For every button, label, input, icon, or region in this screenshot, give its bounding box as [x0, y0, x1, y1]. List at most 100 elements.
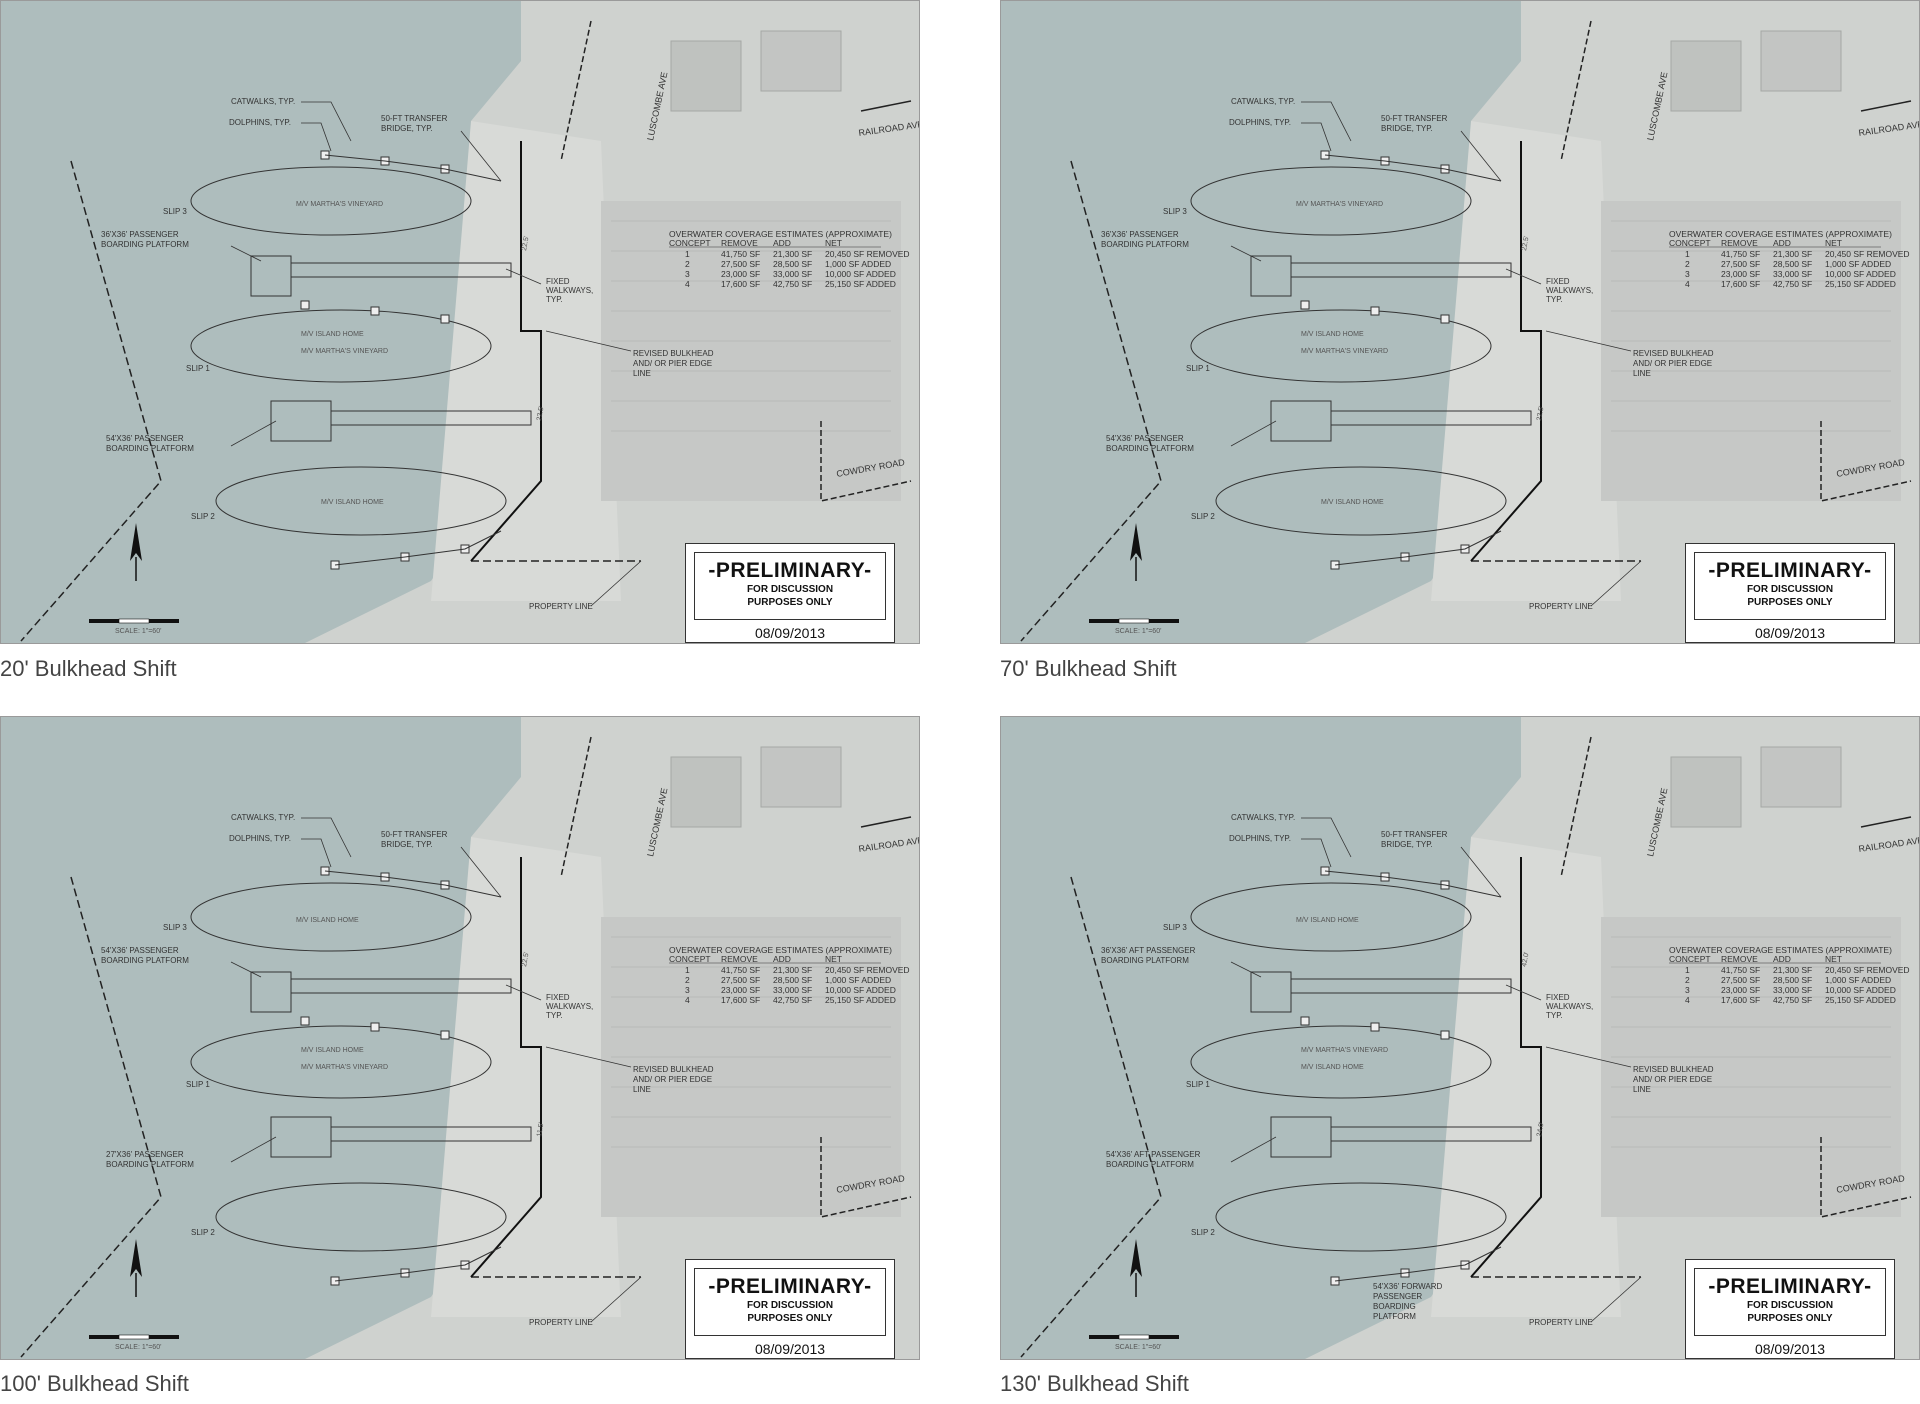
parking-area	[1601, 201, 1901, 501]
label-platform-a: 36'X36' PASSENGER	[1101, 230, 1179, 239]
label-transfer-bridge-2: BRIDGE, TYP.	[381, 124, 433, 133]
stamp-title: -PRELIMINARY-	[1708, 1275, 1872, 1298]
coverage-table-row: 1 41,750 SF 21,300 SF 20,450 SF REMOVED	[685, 249, 910, 259]
harbor-line	[20, 160, 162, 642]
label-walkways-2: WALKWAYS,	[546, 1002, 593, 1011]
luscombe-ave-line	[560, 20, 592, 162]
svg-text:CONCEPT: CONCEPT	[1669, 238, 1711, 248]
parking-area	[1601, 917, 1901, 1217]
coverage-table-row: 2 27,500 SF 28,500 SF 1,000 SF ADDED	[685, 975, 891, 985]
label-platform-b-2: BOARDING PLATFORM	[106, 1160, 194, 1169]
label-slip-2: SLIP 2	[1191, 512, 1215, 521]
coverage-table-row: 4 17,600 SF 42,750 SF 25,150 SF ADDED	[685, 995, 896, 1005]
label-transfer-bridge: 50-FT TRANSFER	[1381, 114, 1448, 123]
leader-lines	[230, 101, 642, 607]
svg-text:10,000 SF ADDED: 10,000 SF ADDED	[1825, 985, 1896, 995]
building	[1760, 746, 1842, 808]
vessel-name: M/V ISLAND HOME	[1321, 499, 1384, 506]
coverage-table-row: 4 17,600 SF 42,750 SF 25,150 SF ADDED	[685, 279, 896, 289]
stamp-title: -PRELIMINARY-	[708, 559, 872, 582]
svg-text:1: 1	[685, 249, 690, 259]
label-bulkhead: REVISED BULKHEAD	[633, 1065, 714, 1074]
catwalk-line	[324, 154, 502, 182]
label-property-line: PROPERTY LINE	[1529, 1318, 1593, 1327]
terminal-building	[1670, 40, 1742, 112]
svg-text:4: 4	[685, 279, 690, 289]
vessel-name: M/V MARTHA'S VINEYARD	[301, 1064, 388, 1071]
dimension-label: 42.0'	[1521, 951, 1530, 967]
stamp-line-2: PURPOSES ONLY	[747, 1313, 833, 1324]
svg-text:1: 1	[1685, 965, 1690, 975]
railroad-ave-line	[860, 100, 912, 112]
svg-text:42,750 SF: 42,750 SF	[773, 995, 812, 1005]
svg-text:NET: NET	[1825, 238, 1842, 248]
svg-text:3: 3	[1685, 985, 1690, 995]
svg-text:REMOVE: REMOVE	[1721, 954, 1758, 964]
svg-text:1,000 SF ADDED: 1,000 SF ADDED	[1825, 259, 1891, 269]
label-slip-3: SLIP 3	[163, 207, 187, 216]
terminal-building	[1670, 756, 1742, 828]
coverage-table-title: OVERWATER COVERAGE ESTIMATES (APPROXIMAT…	[669, 945, 892, 955]
coverage-table: OVERWATER COVERAGE ESTIMATES (APPROXIMAT…	[1669, 229, 1910, 289]
coverage-table-row: 3 23,000 SF 33,000 SF 10,000 SF ADDED	[1685, 985, 1896, 995]
svg-text:4: 4	[685, 995, 690, 1005]
stamp-title: -PRELIMINARY-	[708, 1275, 872, 1298]
label-platform-b-2: BOARDING PLATFORM	[1106, 1160, 1194, 1169]
svg-text:ADD: ADD	[1773, 954, 1791, 964]
catwalk-line	[1324, 154, 1502, 182]
vessel-outline	[1215, 1182, 1507, 1252]
stamp-line-2: PURPOSES ONLY	[1747, 597, 1833, 608]
svg-text:27,500 SF: 27,500 SF	[1721, 259, 1760, 269]
svg-text:4: 4	[1685, 279, 1690, 289]
svg-text:21,300 SF: 21,300 SF	[773, 249, 812, 259]
stamp-date: 08/09/2013	[754, 1341, 826, 1357]
catwalk-line	[1324, 870, 1502, 898]
parking-area	[601, 917, 901, 1217]
panel-caption: 70' Bulkhead Shift	[1000, 656, 1177, 681]
svg-text:ADD: ADD	[773, 954, 791, 964]
svg-text:27,500 SF: 27,500 SF	[721, 259, 760, 269]
label-transfer-bridge: 50-FT TRANSFER	[1381, 830, 1448, 839]
fixed-walkways	[290, 262, 532, 426]
label-slip-1: SLIP 1	[186, 1080, 210, 1089]
site-plan-drawing: CATWALKS, TYP. DOLPHINS, TYP. 50-FT TRAN…	[1, 717, 919, 1359]
fixed-walkways	[1290, 978, 1532, 1142]
scale-label: SCALE: 1"=60'	[115, 1344, 161, 1351]
luscombe-ave-line	[1560, 20, 1592, 162]
svg-text:ADD: ADD	[1773, 238, 1791, 248]
svg-text:PASSENGER: PASSENGER	[1373, 1292, 1422, 1301]
svg-text:REMOVE: REMOVE	[721, 238, 758, 248]
svg-text:27,500 SF: 27,500 SF	[721, 975, 760, 985]
label-transfer-bridge-2: BRIDGE, TYP.	[1381, 124, 1433, 133]
vessel-outline	[190, 166, 472, 236]
parking-area	[601, 201, 901, 501]
svg-text:41,750 SF: 41,750 SF	[1721, 965, 1760, 975]
svg-text:NET: NET	[825, 238, 842, 248]
vessel-name: M/V MARTHA'S VINEYARD	[1301, 1047, 1388, 1054]
fixed-walkways	[1290, 262, 1532, 426]
svg-text:21,300 SF: 21,300 SF	[1773, 249, 1812, 259]
label-walkways: FIXED	[1546, 277, 1570, 286]
svg-text:28,500 SF: 28,500 SF	[1773, 975, 1812, 985]
vessel-outline	[1215, 466, 1507, 536]
svg-text:CONCEPT: CONCEPT	[669, 238, 711, 248]
dimension-label: 22.5'	[1536, 405, 1545, 421]
label-catwalks: CATWALKS, TYP.	[231, 813, 295, 822]
label-platform-b: 54'X36' AFT PASSENGER	[1106, 1150, 1201, 1159]
vessel-outline	[1190, 1025, 1492, 1099]
plan-panel-130ft: CATWALKS, TYP. DOLPHINS, TYP. 50-FT TRAN…	[1000, 716, 1920, 1360]
plan-panel-20ft: CATWALKS, TYP. DOLPHINS, TYP. 50-FT TRAN…	[0, 0, 920, 644]
label-walkways: FIXED	[546, 993, 570, 1002]
label-bulkhead: REVISED BULKHEAD	[633, 349, 714, 358]
svg-text:21,300 SF: 21,300 SF	[1773, 965, 1812, 975]
svg-text:1: 1	[685, 965, 690, 975]
leader-lines	[230, 817, 642, 1323]
site-plan-drawing: CATWALKS, TYP. DOLPHINS, TYP. 50-FT TRAN…	[1001, 1, 1919, 643]
svg-text:23,000 SF: 23,000 SF	[1721, 985, 1760, 995]
coverage-table-title: OVERWATER COVERAGE ESTIMATES (APPROXIMAT…	[669, 229, 892, 239]
coverage-table-row: 2 27,500 SF 28,500 SF 1,000 SF ADDED	[1685, 975, 1891, 985]
vessel-name: M/V ISLAND HOME	[1296, 917, 1359, 924]
plan-panel-100ft: CATWALKS, TYP. DOLPHINS, TYP. 50-FT TRAN…	[0, 716, 920, 1360]
